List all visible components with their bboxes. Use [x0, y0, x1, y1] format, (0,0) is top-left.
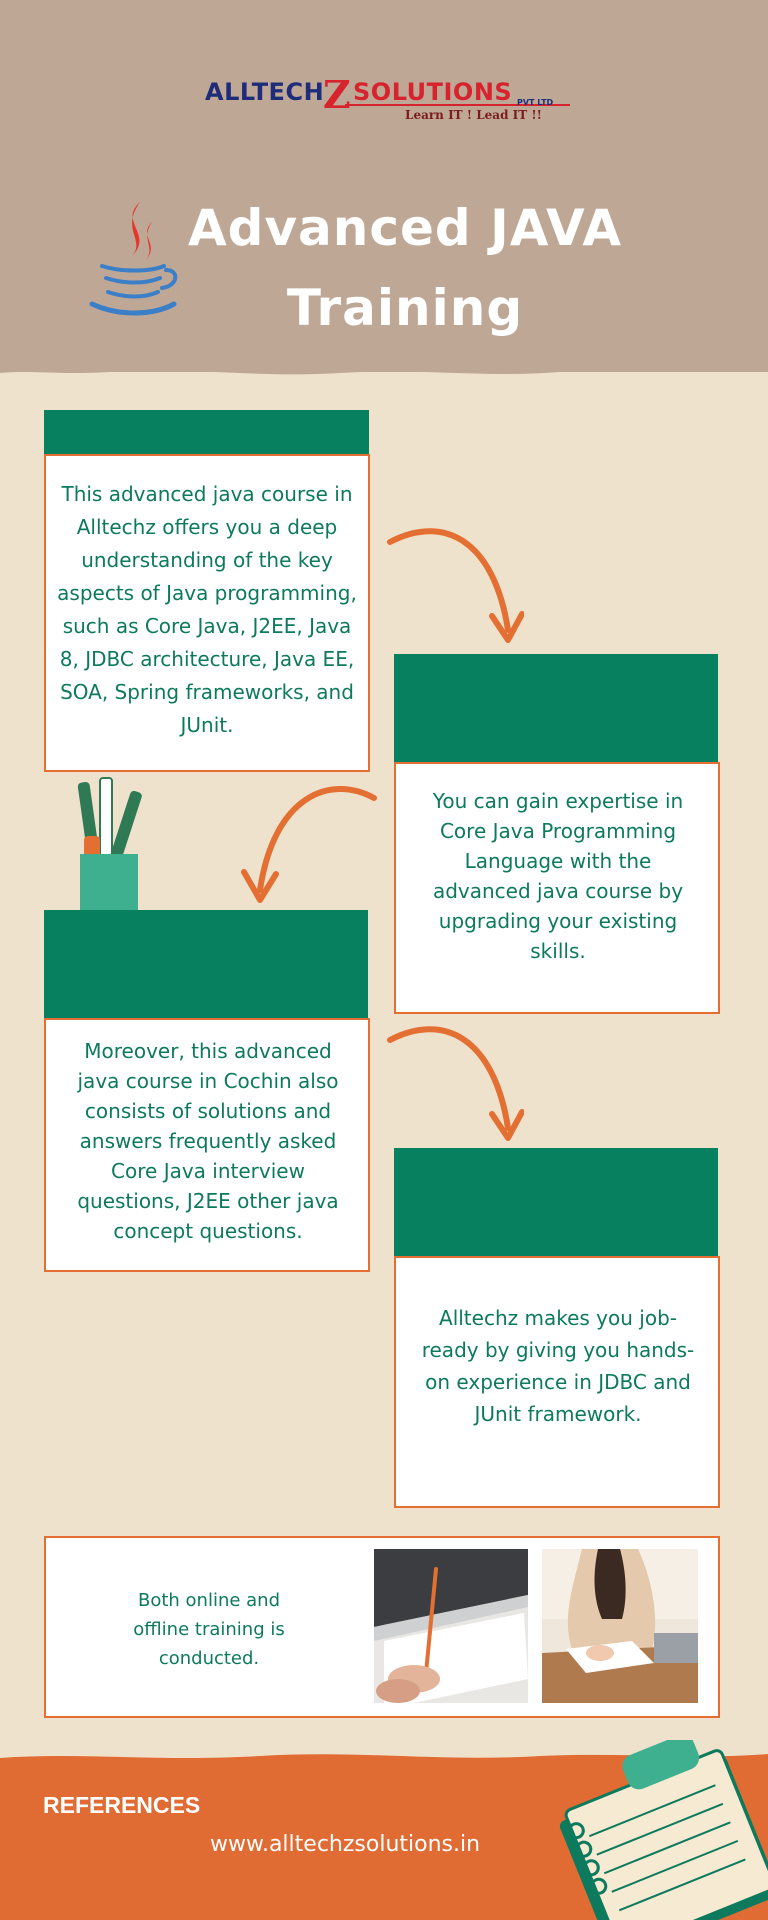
woman-writing-photo: [542, 1549, 698, 1703]
java-coffee-cup-icon: [89, 202, 178, 316]
card-4: Alltechz makes you job-ready by giving y…: [394, 1256, 720, 1508]
logo-text-z: Z: [323, 72, 352, 117]
logo-text-solutions: SOLUTIONS: [353, 78, 513, 106]
curved-arrow-3-icon: [387, 1026, 524, 1141]
website-link[interactable]: www.alltechzsolutions.in: [210, 1832, 481, 1857]
card-4-header: [394, 1148, 718, 1258]
references-heading: REFERENCES: [43, 1792, 201, 1818]
company-logo[interactable]: ALLTECH Z SOLUTIONS PVT LTD Learn IT ! L…: [205, 70, 575, 128]
notebook-icon: [559, 1740, 768, 1920]
card-2: You can gain expertise in Core Java Prog…: [394, 762, 720, 1014]
card-3: Moreover, this advanced java course in C…: [44, 1018, 370, 1272]
curved-arrow-1-icon: [387, 528, 524, 643]
card-4-text: Alltechz makes you job-ready by giving y…: [421, 1306, 695, 1426]
pencil-holder-icon: [77, 777, 142, 912]
header-banner: [0, 0, 768, 372]
card-2-text: You can gain expertise in Core Java Prog…: [432, 789, 684, 963]
curved-arrow-2-icon: [241, 786, 377, 903]
header-torn-edge: [0, 356, 768, 375]
card-3-text: Moreover, this advanced java course in C…: [77, 1039, 339, 1243]
page-title: Advanced JAVA Training: [187, 199, 623, 337]
training-text: Both online and offline training is cond…: [133, 1590, 285, 1669]
logo-tagline: Learn IT ! Lead IT !!: [405, 108, 542, 122]
card-3-header: [44, 910, 368, 1020]
logo-underline: [345, 104, 570, 106]
card-1-header: [44, 410, 369, 456]
card-1-text: This advanced java course in Alltechz of…: [57, 482, 357, 737]
laptop-writing-photo: [374, 1549, 528, 1703]
card-1: This advanced java course in Alltechz of…: [44, 454, 370, 772]
card-2-header: [394, 654, 718, 764]
logo-text-alltech: ALLTECH: [205, 78, 325, 106]
logo-suffix: PVT LTD: [517, 98, 554, 107]
